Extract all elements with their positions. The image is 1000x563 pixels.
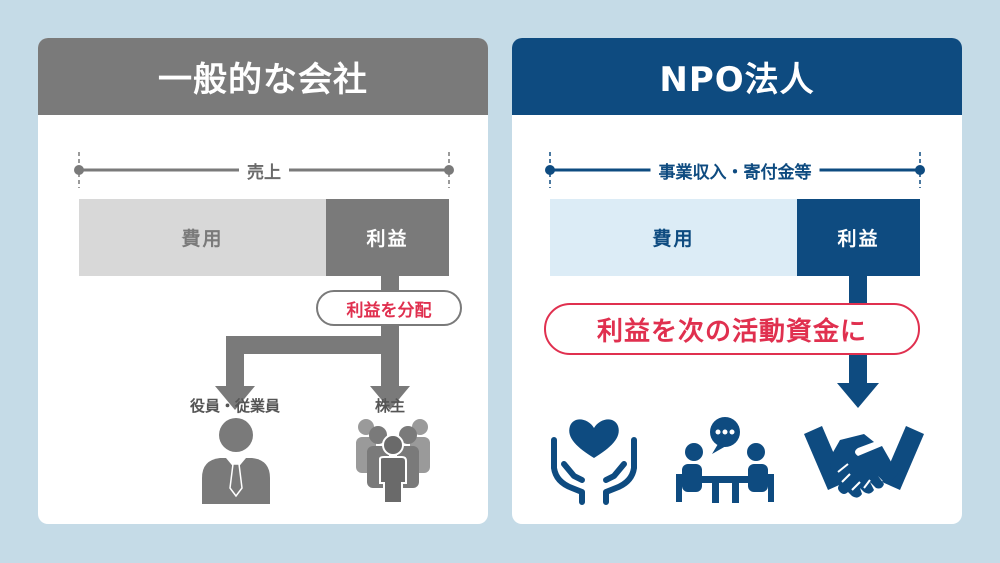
revenue-label: 事業収入・寄付金等: [650, 158, 820, 183]
npo-panel: NPO法人 事業収入・寄付金等 費用 利益 利益を次の活動資金に: [512, 38, 962, 524]
reinvest-pill: 利益を次の活動資金に: [544, 303, 920, 355]
shareholders-label: 株主: [374, 397, 406, 415]
cost-bar-label: 費用: [181, 228, 224, 250]
meeting-icon: [676, 417, 774, 503]
npo-header: NPO法人: [512, 38, 962, 115]
handshake-icon: [804, 426, 924, 498]
reinvest-label: 利益を次の活動資金に: [596, 316, 867, 347]
heart-in-hands-icon: [551, 419, 637, 505]
cost-bar: 費用: [79, 199, 326, 276]
general-company-header: 一般的な会社: [38, 38, 488, 115]
profit-bar-label: 利益: [366, 228, 409, 250]
group-of-people-icon: [356, 419, 430, 504]
businessperson-icon: [202, 418, 270, 504]
npo-title: NPO法人: [659, 60, 815, 100]
general-company-title: 一般的な会社: [158, 60, 368, 100]
distribution-pill: 利益を分配: [316, 290, 462, 326]
staff-label: 役員・従業員: [189, 397, 281, 415]
npo-profit-bar: 利益: [797, 199, 920, 276]
distribution-label: 利益を分配: [346, 300, 432, 321]
profit-bar: 利益: [326, 199, 449, 276]
general-company-panel: 一般的な会社 売上 費用 利益 利益を分配 役員・従業員 株主: [38, 38, 488, 524]
npo-cost-bar: 費用: [550, 199, 797, 276]
sales-label: 売上: [239, 158, 289, 183]
npo-cost-bar-label: 費用: [652, 228, 695, 250]
npo-profit-bar-label: 利益: [837, 228, 880, 250]
